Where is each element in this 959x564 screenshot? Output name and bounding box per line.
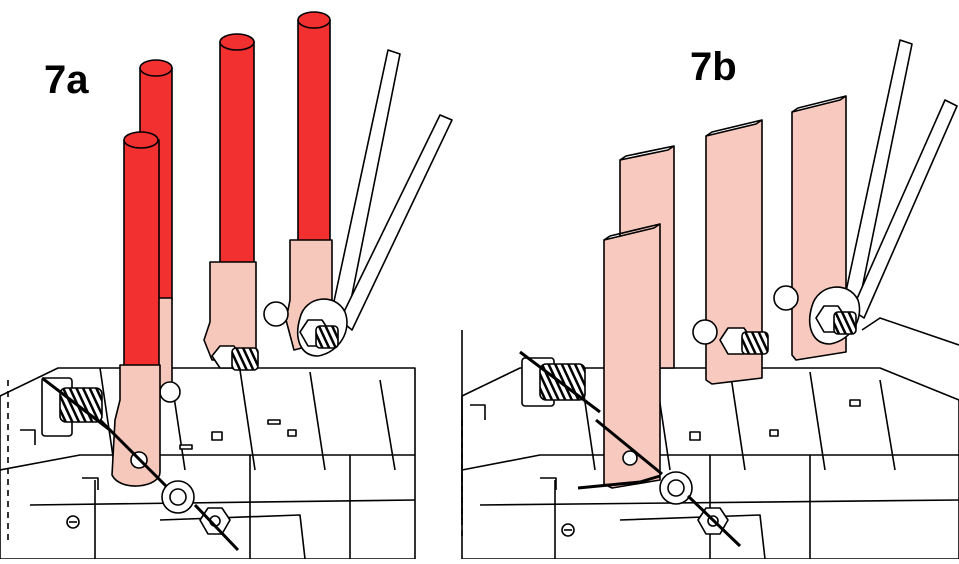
nut-bolt-right-b	[773, 285, 857, 335]
cable-back-middle	[203, 33, 257, 361]
bolt-left-b	[519, 350, 601, 414]
panel-7b	[461, 39, 959, 560]
panel-label-7a: 7a	[44, 58, 89, 102]
cable-back-right	[285, 11, 333, 351]
breaker-body-a	[0, 367, 416, 560]
nut-bolt-middle-b	[692, 319, 769, 355]
nut-bolt-middle-a	[159, 345, 259, 403]
breaker-body-b	[461, 317, 959, 560]
panel-7a	[0, 11, 453, 560]
nut-bolt-right-a	[263, 301, 339, 349]
panel-label-7b: 7b	[690, 45, 737, 89]
washer-nut-b	[659, 471, 742, 548]
bolt-left-a	[41, 376, 111, 437]
cable-front	[98, 131, 187, 507]
washer-nut-a	[161, 480, 240, 552]
busbar-front	[577, 223, 663, 490]
busbar-back-middle	[705, 119, 763, 385]
